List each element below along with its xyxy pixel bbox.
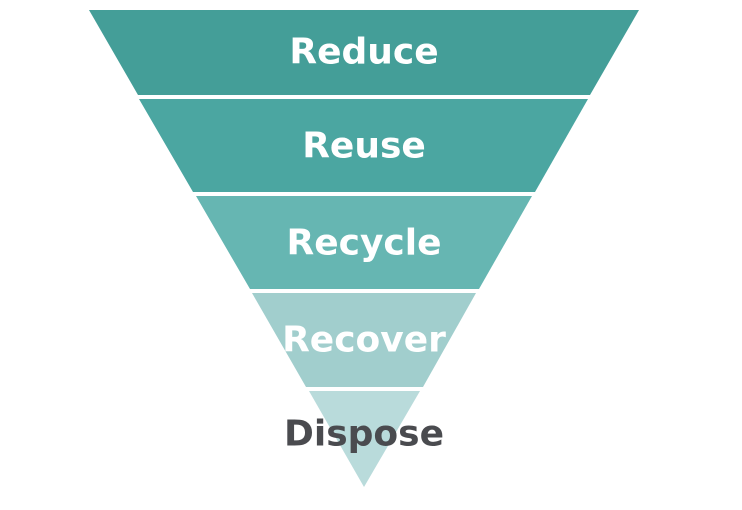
tier-dispose-band <box>309 391 420 487</box>
tier-recover-label: Recover <box>282 320 446 361</box>
tier-recover: Recover <box>252 293 476 387</box>
tier-dispose-label: Dispose <box>284 414 444 455</box>
tier-dispose: Dispose <box>284 391 444 487</box>
tier-recycle-band <box>196 196 532 289</box>
tier-reduce: Reduce <box>89 10 639 95</box>
tier-reuse-band <box>139 99 588 192</box>
tier-recycle-label: Recycle <box>286 223 441 264</box>
tier-reduce-band <box>89 10 639 95</box>
tier-reuse: Reuse <box>139 99 588 192</box>
tier-reduce-label: Reduce <box>289 32 438 73</box>
tier-recover-band <box>252 293 476 387</box>
tier-reuse-label: Reuse <box>302 126 426 167</box>
tier-recycle: Recycle <box>196 196 532 289</box>
